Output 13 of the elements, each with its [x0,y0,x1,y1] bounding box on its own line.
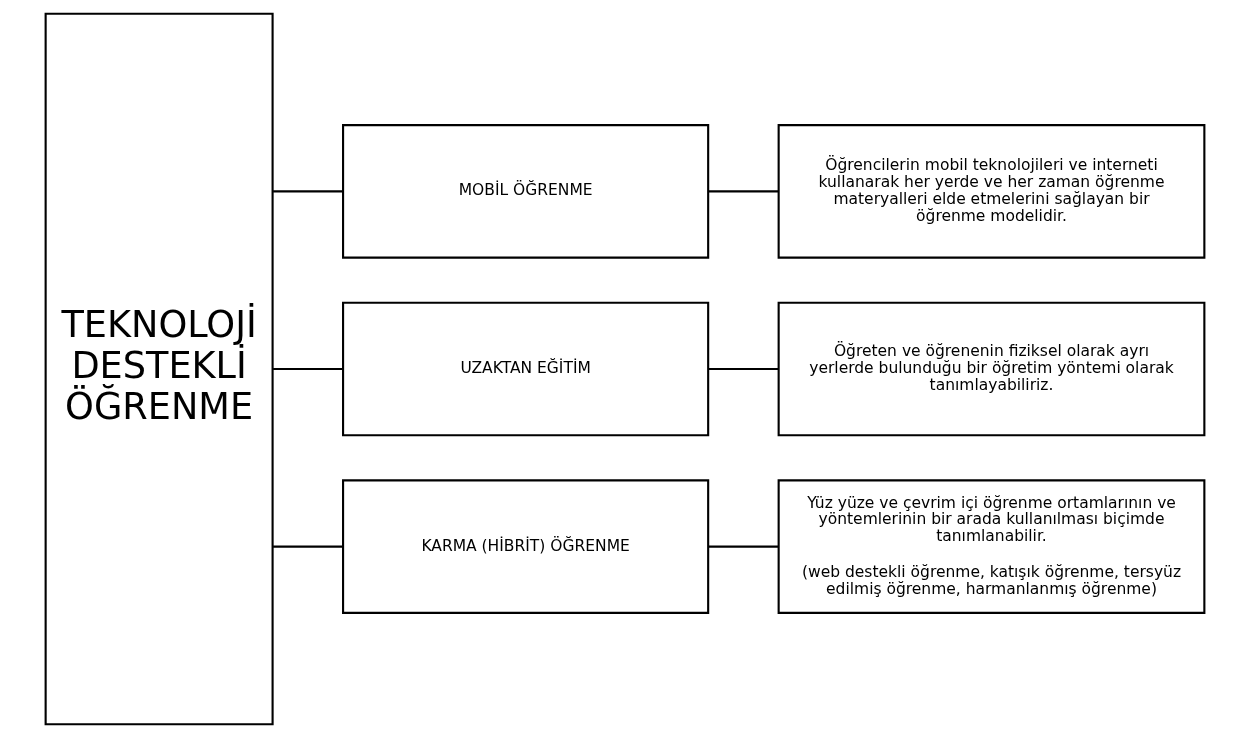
node-box: UZAKTAN EĞİTİM [342,301,710,437]
node-box: Öğrencilerin mobil teknolojileri ve interneti kullanarak her yerde ve her zaman öğrenme materyalleri elde etmelerini sağlayan bir öğrenme modelidir. [777,124,1206,259]
connector [708,367,779,371]
node-box: Öğreten ve öğrenenin fiziksel olarak ayrı yerlerde bulunduğu bir öğretim yöntemi olarak tanımlayabiliriz. [777,301,1206,437]
node-box: TEKNOLOJİ DESTEKLİ ÖĞRENME [44,12,274,726]
node-box: Yüz yüze ve çevrim içi öğrenme ortamlarının ve yöntemlerinin bir arada kullanılması biçimde tanımlanabilir. (web destekli öğrenme, katışık öğrenme, tersyüz edilmiş öğrenme, harmanlanmış öğrenme) [777,479,1206,614]
connector [708,190,779,193]
connector [273,190,343,193]
connector [273,545,343,548]
node-box: MOBİL ÖĞRENME [342,124,710,259]
connector [708,545,779,548]
node-box: KARMA (HİBRİT) ÖĞRENME [342,479,710,614]
connector [273,367,343,371]
